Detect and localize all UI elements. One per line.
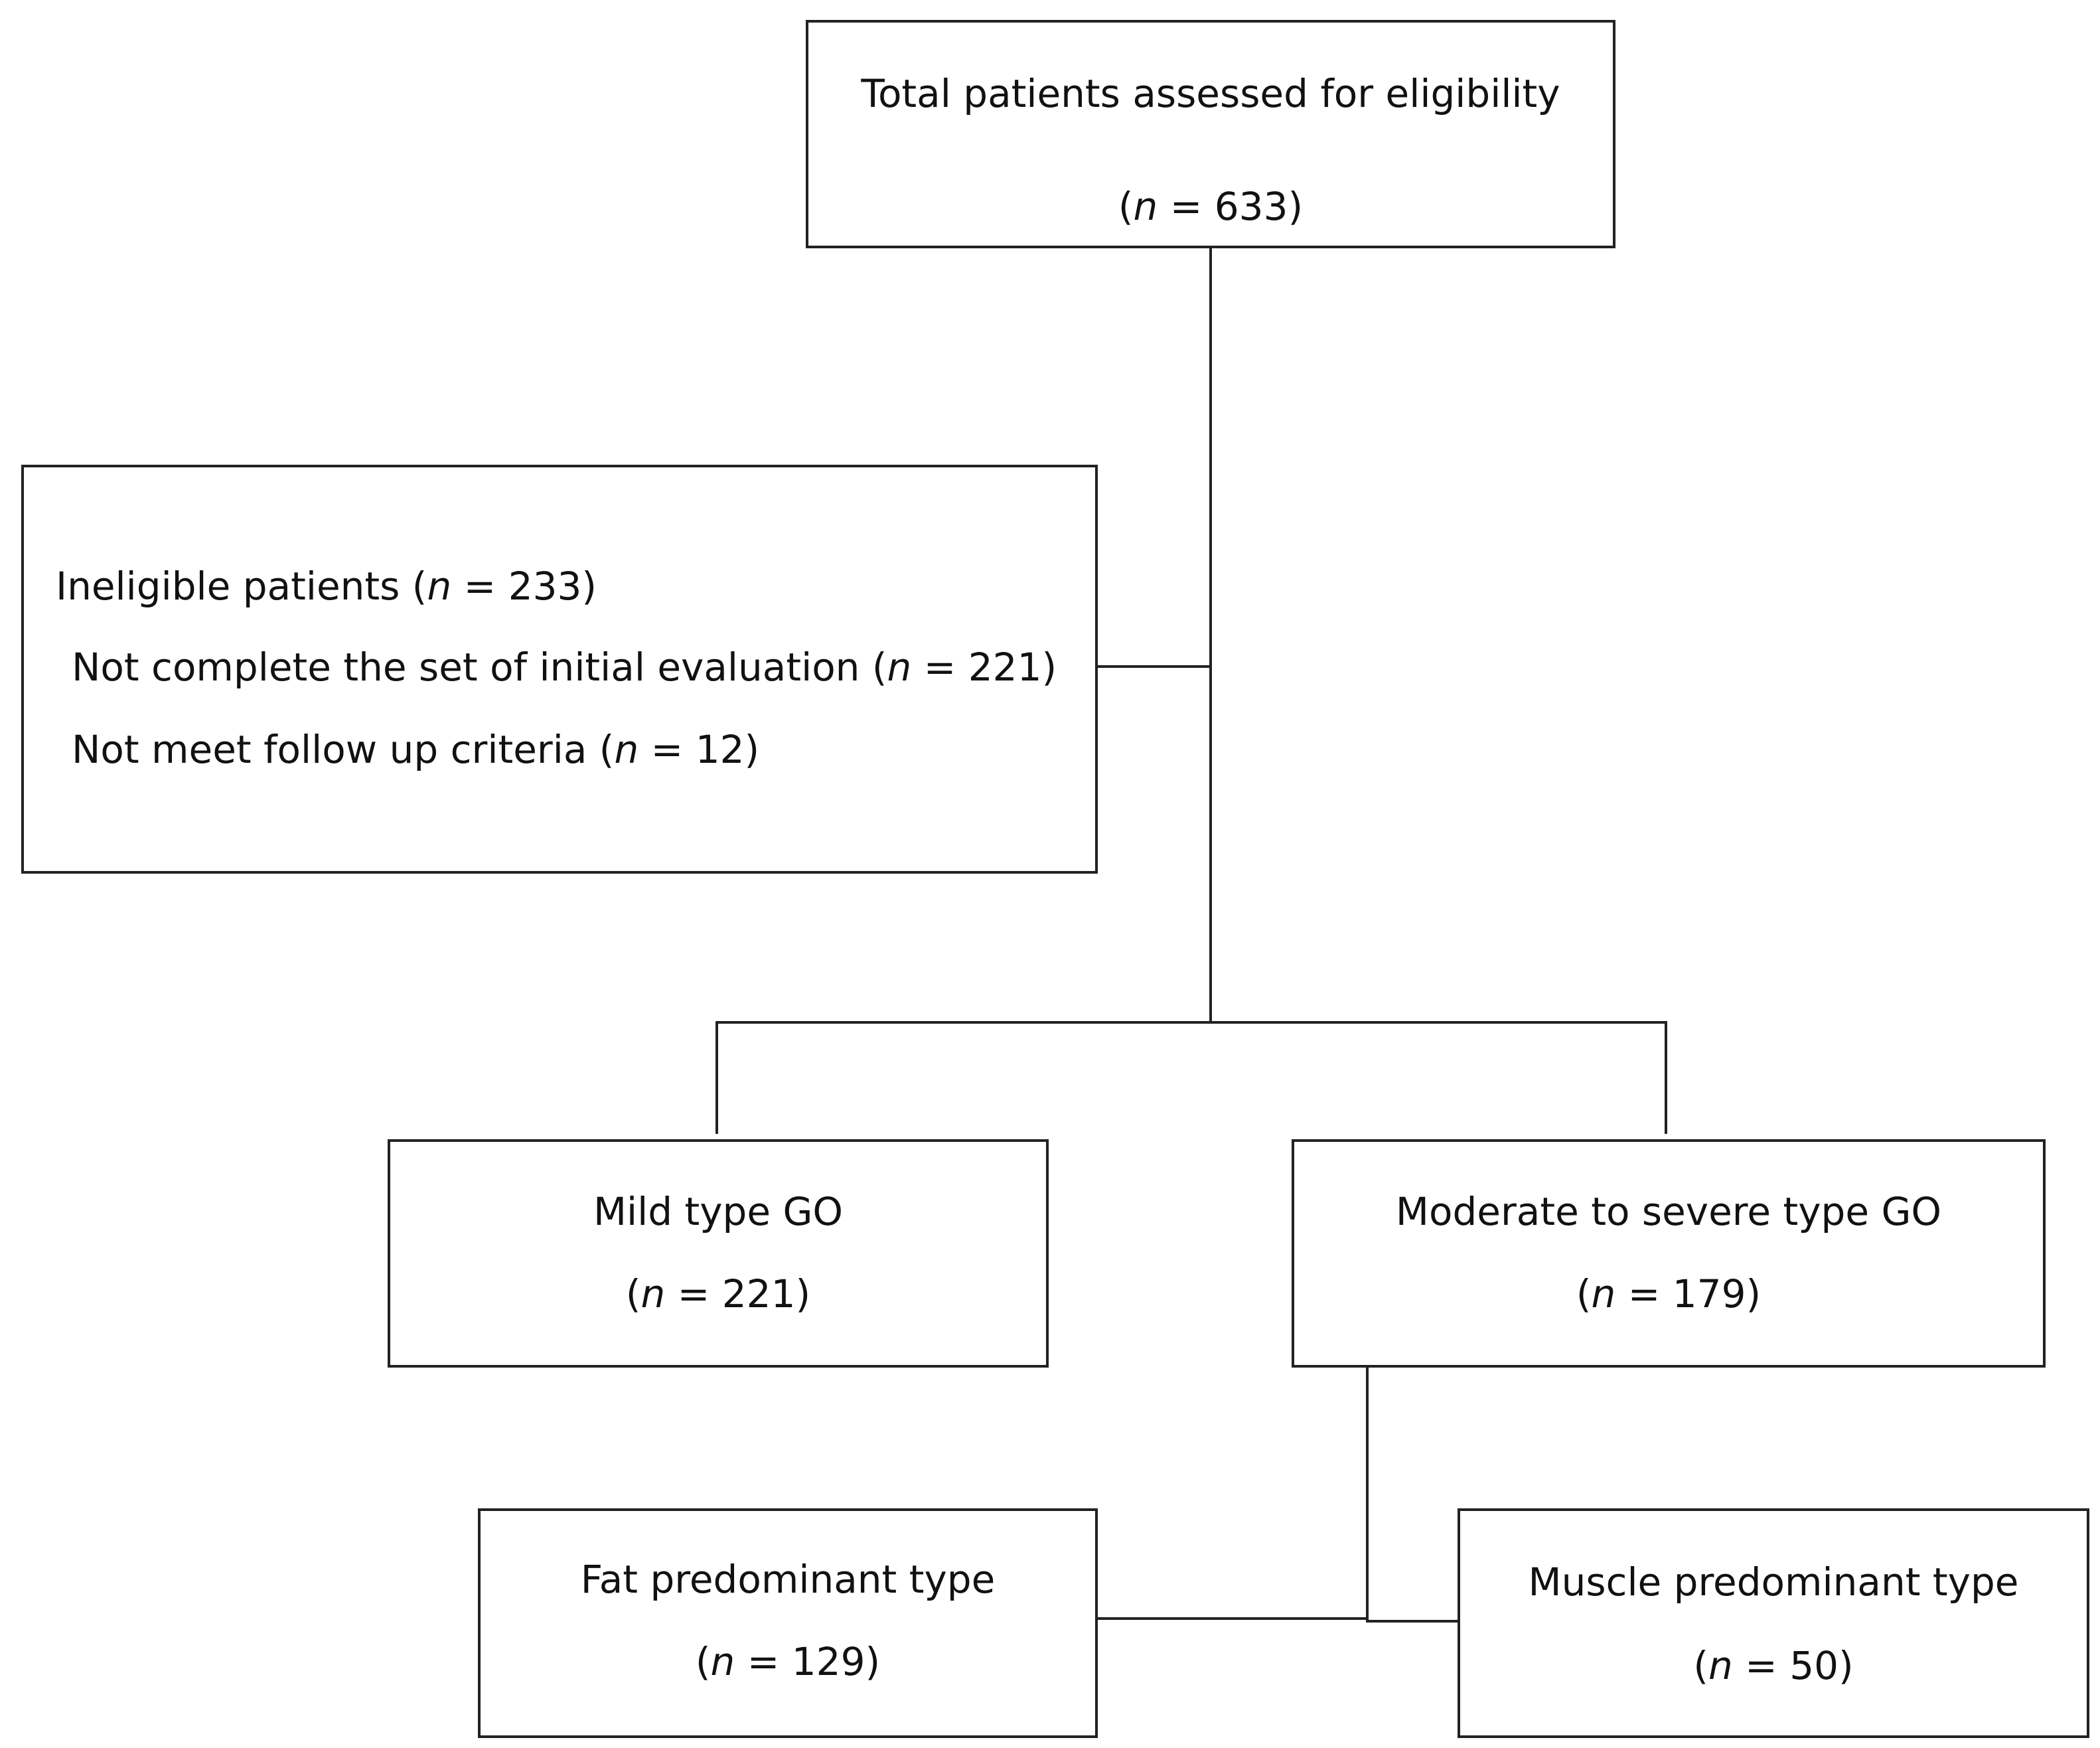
n-symbol: n [1591,1271,1616,1316]
connector-to-muscle [1366,1620,1459,1623]
fat-predominant-type-count: (n = 129) [695,1639,881,1684]
moderate-severe-type-go-title: Moderate to severe type GO [1395,1189,1942,1234]
n-symbol: n [1133,184,1158,229]
count-value: 221 [968,645,1042,690]
ineligible-reason-follow-up: Not meet follow up criteria (n = 12) [72,727,760,772]
muscle-predominant-type-title: Muscle predominant type [1528,1559,2019,1605]
fat-predominant-type-box: Fat predominant type (n = 129) [478,1508,1098,1738]
ineligible-patients-title: Ineligible patients (n = 233) [56,564,597,609]
total-patients-count: (n = 633) [1118,184,1304,229]
n-symbol: n [640,1271,666,1316]
count-value: 179 [1672,1271,1746,1316]
moderate-severe-type-go-count: (n = 179) [1576,1271,1762,1316]
n-symbol: n [1708,1643,1733,1688]
connector-to-moderate [1665,1021,1667,1134]
count-value: 50 [1789,1643,1839,1688]
count-value: 233 [508,564,582,609]
connector-split-horizontal [715,1021,1667,1024]
moderate-severe-type-go-box: Moderate to severe type GO (n = 179) [1292,1139,2046,1368]
count-value: 129 [791,1639,865,1684]
muscle-predominant-type-box: Muscle predominant type (n = 50) [1458,1508,2089,1738]
total-patients-box: Total patients assessed for eligibility … [806,20,1615,248]
muscle-predominant-type-count: (n = 50) [1693,1643,1854,1688]
count-value: 12 [695,727,745,772]
count-value: 633 [1214,184,1288,229]
connector-to-ineligible [1096,665,1212,668]
n-symbol: n [427,564,452,609]
connector-to-fat [1095,1617,1369,1620]
connector-to-mild [715,1021,718,1134]
ineligible-patients-box: Ineligible patients (n = 233) Not comple… [21,465,1098,874]
n-symbol: n [614,727,639,772]
count-value: 221 [721,1271,796,1316]
ineligible-reason-initial-evaluation: Not complete the set of initial evaluati… [72,645,1057,690]
n-symbol: n [887,645,912,690]
mild-type-go-title: Mild type GO [593,1189,844,1234]
n-symbol: n [710,1639,735,1684]
fat-predominant-type-title: Fat predominant type [580,1557,996,1602]
connector-moderate-down [1366,1366,1369,1623]
mild-type-go-box: Mild type GO (n = 221) [388,1139,1049,1368]
total-patients-title: Total patients assessed for eligibility [861,71,1560,116]
mild-type-go-count: (n = 221) [625,1271,811,1316]
connector-total-to-split [1209,247,1212,1024]
